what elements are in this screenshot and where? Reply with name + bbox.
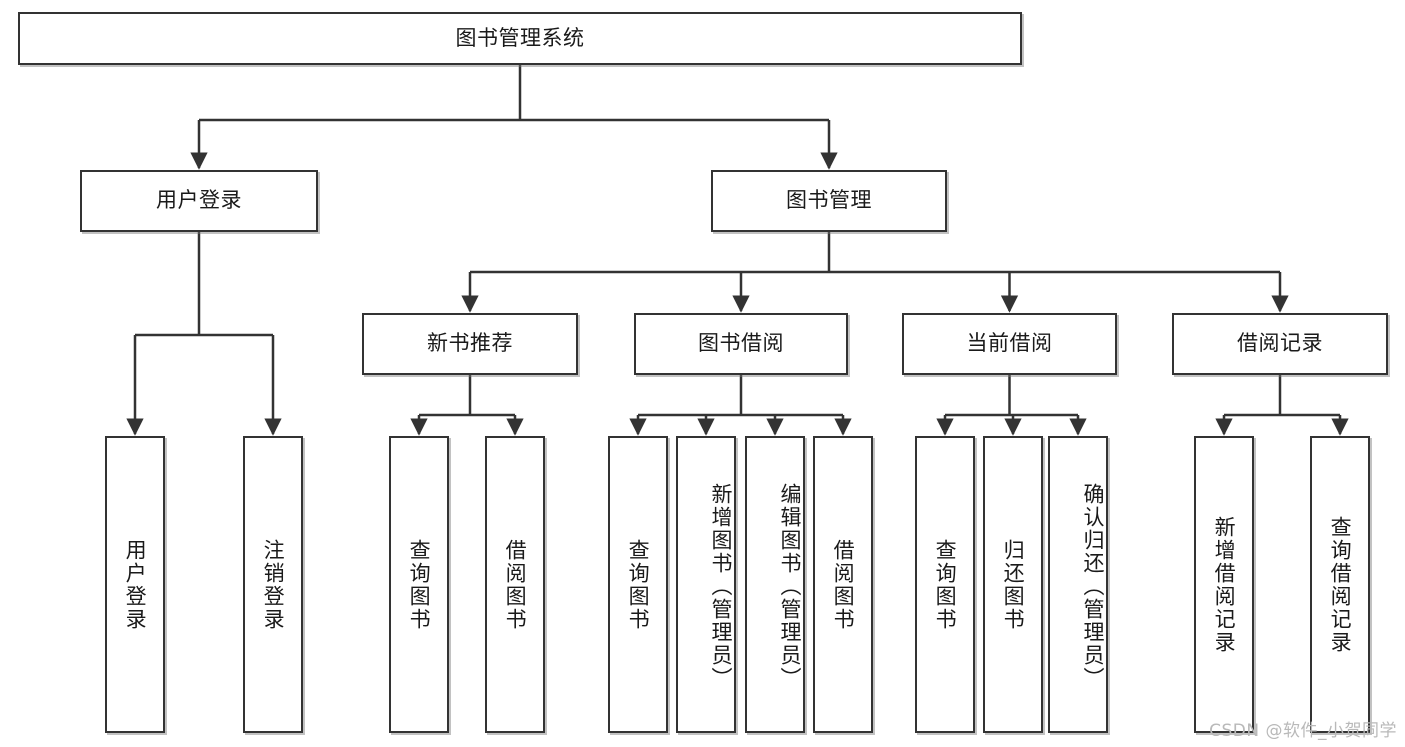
node-label-user-login-do: 用户登录 — [123, 538, 148, 631]
node-user-logout[interactable]: 注销登录 — [243, 436, 303, 733]
node-user-login[interactable]: 用户登录 — [80, 170, 318, 232]
node-label-user-login: 用户登录 — [156, 188, 242, 213]
node-label-query-book-3: 查询图书 — [933, 538, 958, 631]
node-root[interactable]: 图书管理系统 — [18, 12, 1022, 65]
node-label-add-book-admin: 新增图书（管理员） — [709, 483, 733, 690]
node-add-book-admin[interactable]: 新增图书（管理员） — [676, 436, 736, 733]
node-label-root: 图书管理系统 — [455, 25, 585, 50]
node-label-add-borrow-record: 新增借阅记录 — [1212, 515, 1237, 654]
node-label-confirm-return-admin: 确认归还（管理员） — [1081, 483, 1105, 690]
node-query-book-3[interactable]: 查询图书 — [915, 436, 975, 733]
node-label-query-book-1: 查询图书 — [407, 538, 432, 631]
node-label-book-management: 图书管理 — [786, 188, 872, 213]
node-book-borrow[interactable]: 图书借阅 — [634, 313, 848, 375]
node-label-return-book: 归还图书 — [1001, 538, 1026, 631]
node-label-borrow-book-2: 借阅图书 — [831, 538, 856, 631]
node-label-borrow-book-1: 借阅图书 — [503, 538, 528, 631]
node-label-book-borrow: 图书借阅 — [698, 331, 784, 356]
node-book-management[interactable]: 图书管理 — [711, 170, 947, 232]
node-label-new-book-recommend: 新书推荐 — [427, 331, 513, 356]
node-borrow-record[interactable]: 借阅记录 — [1172, 313, 1388, 375]
node-current-borrow[interactable]: 当前借阅 — [902, 313, 1117, 375]
node-add-borrow-record[interactable]: 新增借阅记录 — [1194, 436, 1254, 733]
node-new-book-recommend[interactable]: 新书推荐 — [362, 313, 578, 375]
node-edit-book-admin[interactable]: 编辑图书（管理员） — [745, 436, 805, 733]
node-label-user-logout: 注销登录 — [261, 538, 286, 631]
node-query-book-2[interactable]: 查询图书 — [608, 436, 668, 733]
watermark-text: CSDN @软件_小贺同学 — [1209, 721, 1397, 741]
node-query-book-1[interactable]: 查询图书 — [389, 436, 449, 733]
node-user-login-do[interactable]: 用户登录 — [105, 436, 165, 733]
node-label-edit-book-admin: 编辑图书（管理员） — [778, 483, 802, 690]
node-borrow-book-2[interactable]: 借阅图书 — [813, 436, 873, 733]
node-label-current-borrow: 当前借阅 — [966, 331, 1053, 356]
node-return-book[interactable]: 归还图书 — [983, 436, 1043, 733]
node-label-borrow-record: 借阅记录 — [1237, 331, 1323, 356]
node-label-query-book-2: 查询图书 — [626, 538, 651, 631]
node-borrow-book-1[interactable]: 借阅图书 — [485, 436, 545, 733]
node-query-borrow-record[interactable]: 查询借阅记录 — [1310, 436, 1370, 733]
node-confirm-return-admin[interactable]: 确认归还（管理员） — [1048, 436, 1108, 733]
node-label-query-borrow-record: 查询借阅记录 — [1328, 515, 1353, 654]
